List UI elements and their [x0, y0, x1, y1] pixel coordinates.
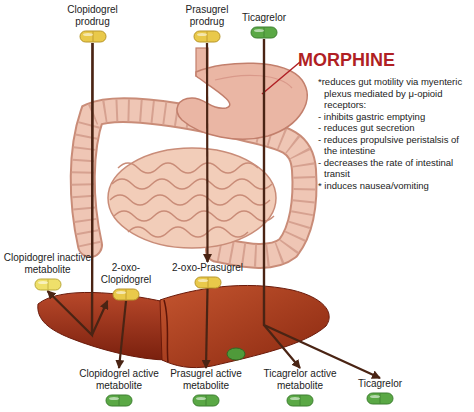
- liver-left-lobe: [38, 292, 168, 360]
- capsule-shape: [112, 288, 140, 301]
- capsule-seam: [264, 28, 265, 38]
- metabolic-arrow: [119, 301, 126, 368]
- capsule-shape: [250, 26, 278, 39]
- capsule-seam: [126, 290, 127, 300]
- liver-right-lobe: [160, 285, 329, 367]
- capsule-body: [35, 279, 61, 290]
- effect-note: - reduces gut secretion: [318, 122, 472, 134]
- leader-line: [262, 62, 300, 94]
- drug-label: Prasugrel prodrug: [172, 4, 242, 28]
- gallbladder: [227, 348, 245, 360]
- capsule-seam: [119, 396, 120, 406]
- capsule-body: [194, 31, 220, 42]
- drug-label: Clopidogrel active metabolite: [78, 368, 160, 392]
- capsule-highlight: [196, 397, 206, 400]
- drug-node: Ticagrelor: [232, 12, 296, 39]
- callout-title: MORPHINE: [298, 50, 395, 70]
- capsule-body: [367, 393, 393, 404]
- capsule-shape: [194, 276, 222, 289]
- capsule-shape: [105, 394, 133, 407]
- drug-node: 2-oxo-Clopidogrel: [95, 262, 157, 301]
- small-intestine: [108, 148, 276, 248]
- capsule-body: [193, 395, 219, 406]
- drug-node: Prasugrel prodrug: [172, 4, 242, 43]
- capsule-shape: [366, 392, 394, 405]
- drug-node: Clopidogrel prodrug: [55, 4, 130, 43]
- drug-node: Prasugrel active metabolite: [165, 368, 247, 407]
- drug-label: Ticagrelor: [232, 12, 296, 24]
- capsule-body: [195, 277, 221, 288]
- drug-node: Ticagrelor active metabolite: [255, 368, 345, 407]
- effect-note: - decreases the rate of intestinal trans…: [318, 157, 472, 180]
- capsule-highlight: [83, 33, 93, 36]
- metabolic-arrow: [264, 39, 300, 368]
- drug-label: Clopidogrel inactive metabolite: [0, 252, 95, 276]
- capsule-body: [251, 27, 277, 38]
- drug-node: 2-oxo-Prasugrel: [165, 262, 250, 289]
- effect-list: *reduces gut motility via myenteric plex…: [318, 76, 472, 191]
- capsule-highlight: [116, 291, 126, 294]
- capsule-body: [287, 395, 313, 406]
- metabolic-arrow: [92, 43, 107, 335]
- capsule-highlight: [197, 33, 207, 36]
- drug-label: 2-oxo-Clopidogrel: [95, 262, 157, 286]
- capsule-highlight: [254, 29, 264, 32]
- intestine-loop: [128, 227, 248, 237]
- drug-node: Clopidogrel inactive metabolite: [0, 252, 95, 291]
- effect-note: * induces nausea/vomiting: [318, 180, 472, 192]
- capsule-highlight: [198, 279, 208, 282]
- capsule-shape: [79, 30, 107, 43]
- capsule-seam: [92, 32, 93, 42]
- capsule-seam: [207, 32, 208, 42]
- drug-label: Ticagrelor: [350, 378, 410, 390]
- metabolic-arrow: [48, 43, 93, 335]
- intestine-loop: [114, 211, 274, 221]
- capsule-highlight: [109, 397, 119, 400]
- capsule-body: [106, 395, 132, 406]
- capsule-seam: [300, 396, 301, 406]
- capsule-highlight: [290, 397, 300, 400]
- intestine-loop: [112, 179, 272, 189]
- effect-note: - reduces propulsive peristalsis of the …: [318, 134, 472, 157]
- intestine-loop: [110, 195, 270, 205]
- metabolic-arrow: [206, 289, 208, 368]
- drug-label: Clopidogrel prodrug: [55, 4, 130, 28]
- intestine-loop: [118, 163, 258, 173]
- drug-label: 2-oxo-Prasugrel: [165, 262, 250, 274]
- drug-node: Clopidogrel active metabolite: [78, 368, 160, 407]
- capsule-seam: [207, 278, 208, 288]
- capsule-body: [113, 289, 139, 300]
- capsule-shape: [192, 394, 220, 407]
- stomach-fold: [215, 75, 292, 88]
- capsule-seam: [206, 396, 207, 406]
- effect-note: - inhibits gastric emptying: [318, 111, 472, 123]
- capsule-shape: [193, 30, 221, 43]
- liver-ligament: [164, 300, 168, 362]
- capsule-shape: [286, 394, 314, 407]
- capsule-seam: [380, 394, 381, 404]
- capsule-seam: [47, 280, 48, 290]
- drug-label: Ticagrelor active metabolite: [255, 368, 345, 392]
- drug-label: Prasugrel active metabolite: [165, 368, 247, 392]
- capsule-body: [80, 31, 106, 42]
- capsule-highlight: [38, 281, 48, 284]
- metabolic-arrow: [206, 43, 209, 262]
- stomach: [177, 63, 307, 139]
- drug-node: Ticagrelor: [350, 378, 410, 405]
- effect-note: *reduces gut motility via myenteric plex…: [318, 76, 472, 111]
- capsule-highlight: [370, 395, 380, 398]
- capsule-shape: [34, 278, 62, 291]
